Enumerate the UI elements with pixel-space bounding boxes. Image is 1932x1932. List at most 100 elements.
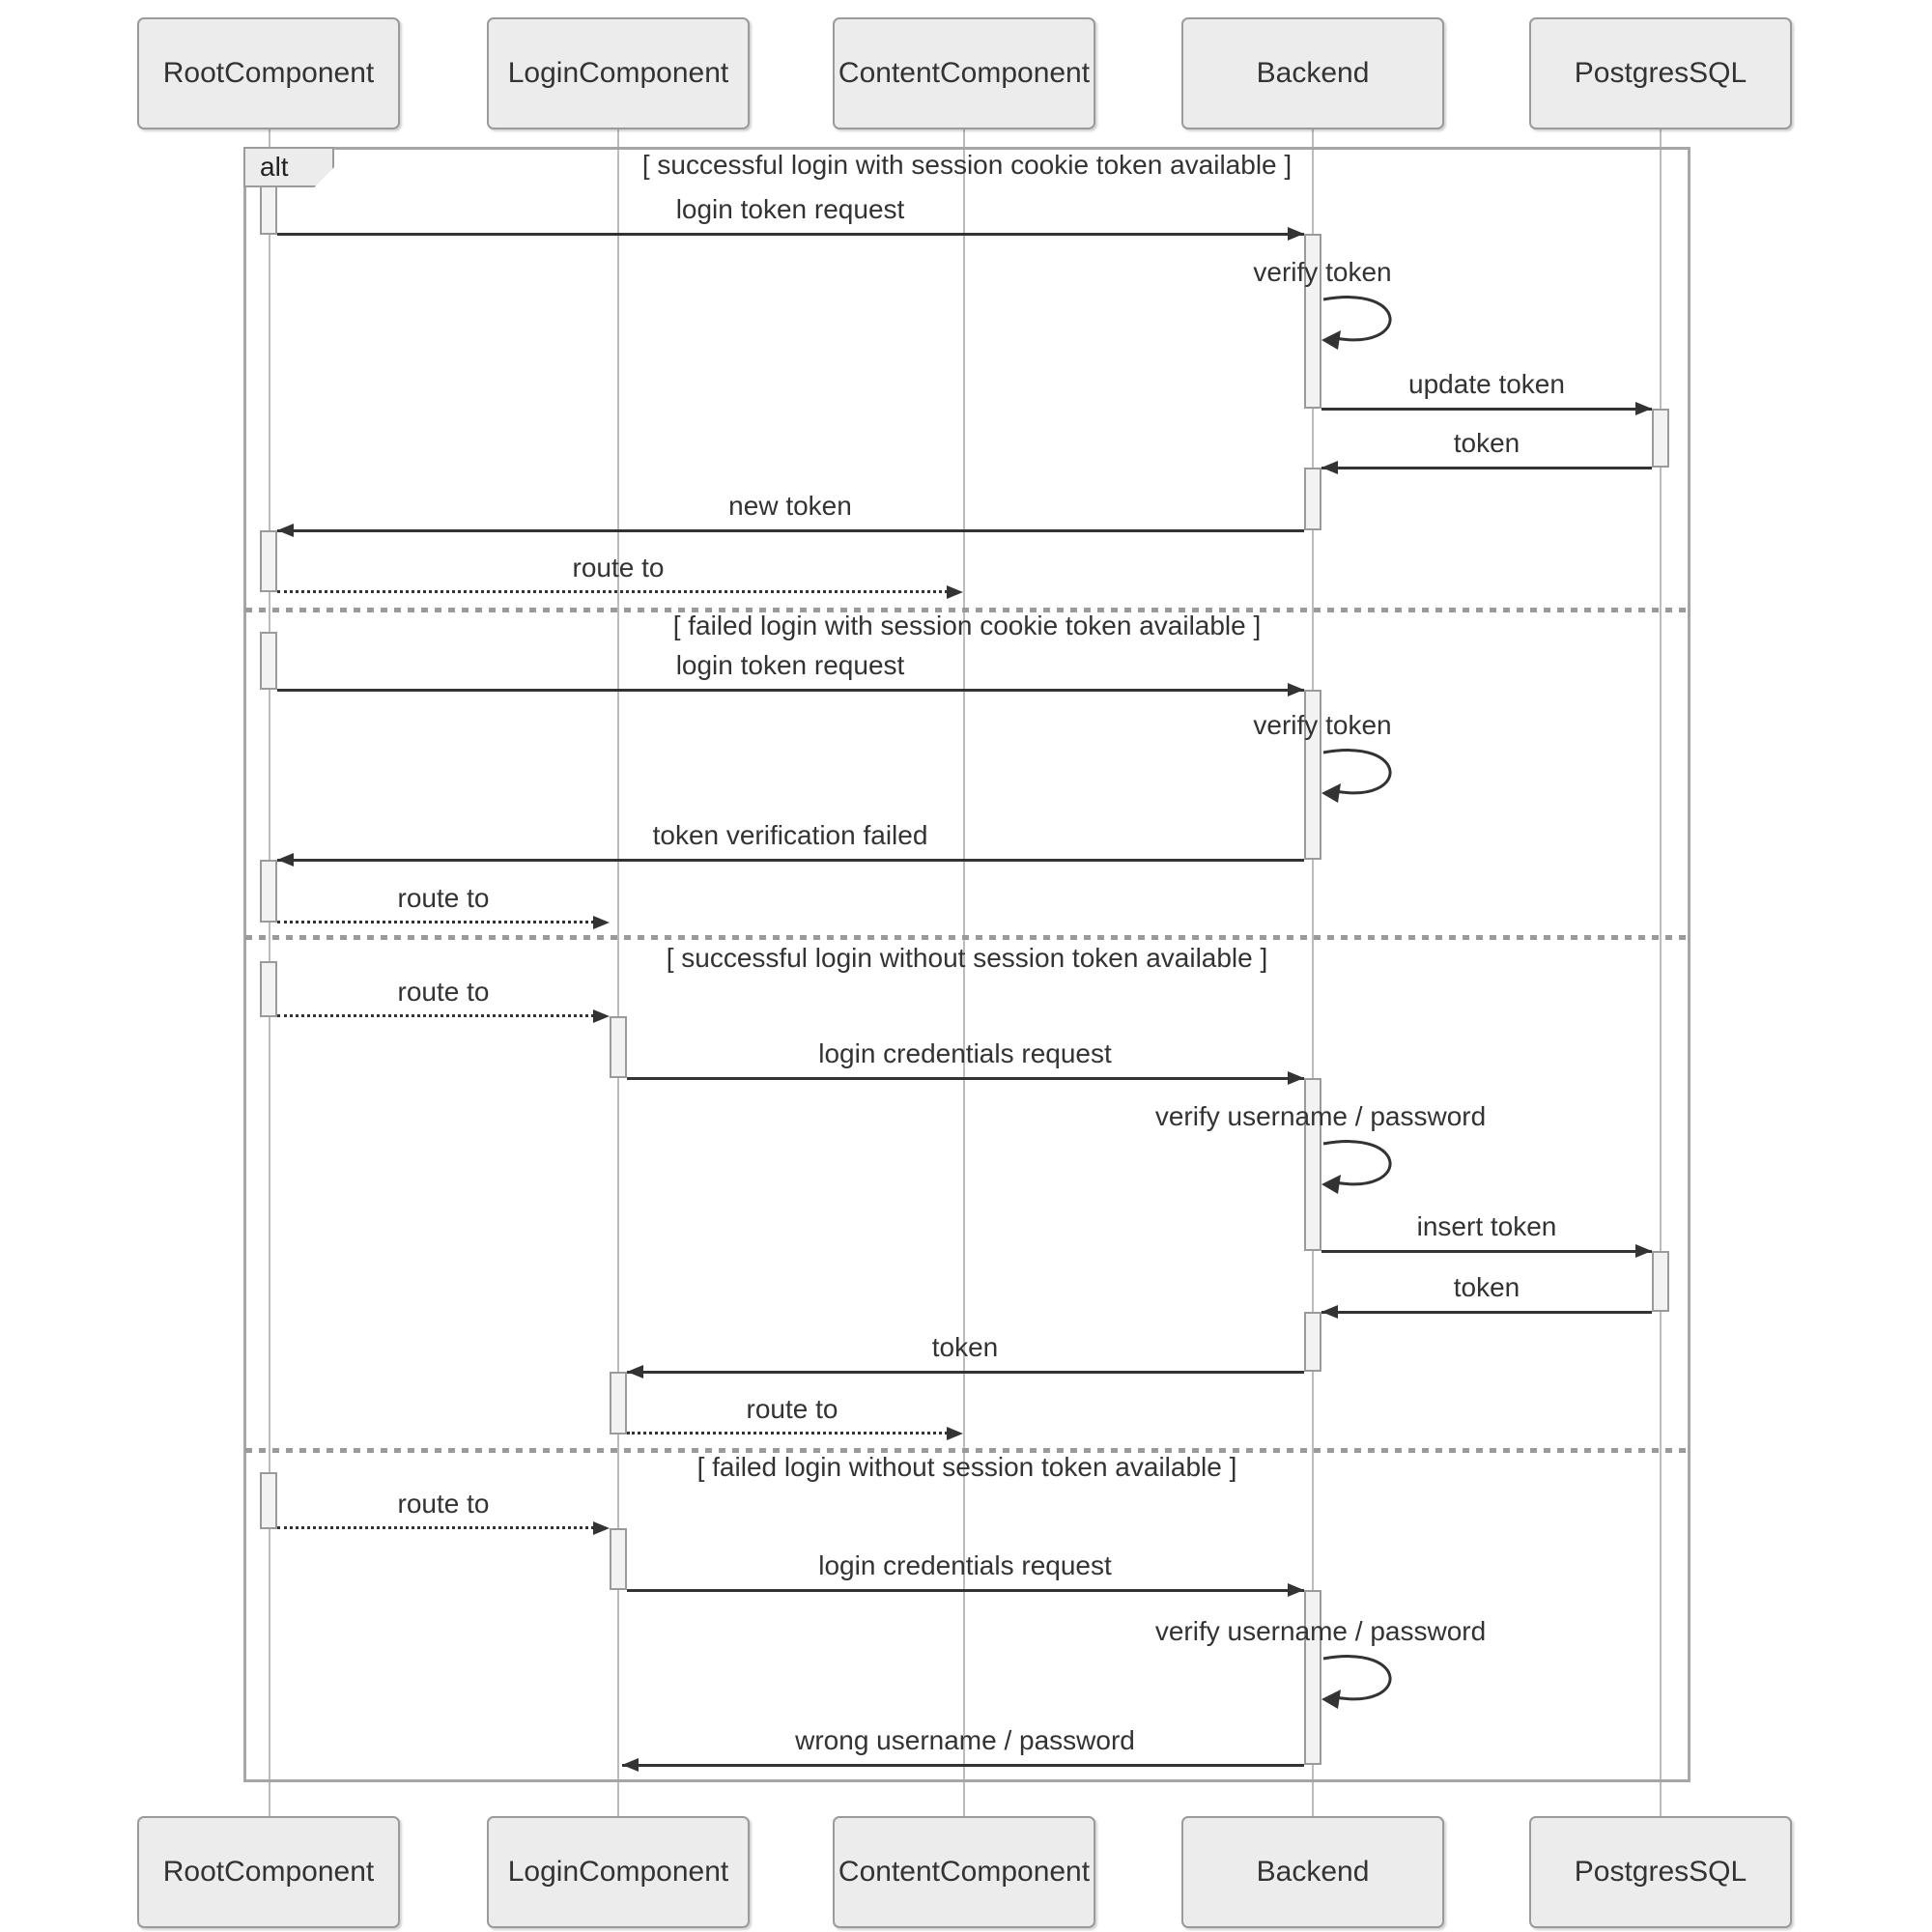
arrowhead-icon: [593, 916, 610, 929]
lifeline-backend: [1312, 129, 1314, 1816]
section-1-condition: [ successful login with session cookie t…: [641, 150, 1293, 180]
participant-bottom-rootcomponent: RootComponent: [137, 1816, 400, 1928]
participant-label: RootComponent: [162, 57, 375, 89]
participant-bottom-backend: Backend: [1181, 1816, 1444, 1928]
message-line: [627, 1589, 1304, 1592]
participant-top-rootcomponent: RootComponent: [137, 17, 400, 129]
participant-label: LoginComponent: [507, 1856, 729, 1888]
arrowhead-icon: [622, 1758, 639, 1772]
lifeline-contentcomponent: [963, 129, 965, 1816]
message-line: [277, 233, 1304, 236]
message-line: [1321, 1311, 1652, 1314]
arrowhead-icon: [947, 585, 963, 599]
message-insert-token: insert token: [1416, 1211, 1557, 1241]
activation-logincomponent: [610, 1372, 627, 1435]
message-login-token-request: login token request: [675, 194, 905, 224]
participant-top-postgressql: PostgresSQL: [1529, 17, 1792, 129]
alt-divider-3: [245, 1448, 1689, 1453]
self-loop-arrow: [1321, 296, 1392, 350]
participant-label: RootComponent: [162, 1856, 375, 1888]
message-route-to: route to: [572, 553, 665, 582]
arrowhead-icon: [1321, 1305, 1338, 1319]
arrowhead-icon: [1288, 1583, 1304, 1597]
alt-operator-label: alt: [260, 152, 289, 182]
alt-operator-tab: alt: [243, 147, 334, 187]
participant-label: LoginComponent: [507, 57, 729, 89]
participant-top-backend: Backend: [1181, 17, 1444, 129]
activation-postgressql: [1652, 1251, 1669, 1312]
message-line-dotted: [627, 1432, 948, 1435]
arrowhead-icon: [593, 1009, 610, 1023]
participant-label: ContentComponent: [838, 57, 1091, 89]
arrowhead-icon: [1288, 227, 1304, 241]
message-login-credentials-request: login credentials request: [818, 1550, 1112, 1580]
arrowhead-icon: [947, 1427, 963, 1440]
participant-label: PostgresSQL: [1574, 57, 1747, 89]
activation-rootcomponent: [260, 530, 277, 592]
message-route-to: route to: [397, 883, 490, 913]
alt-divider-2: [245, 935, 1689, 940]
activation-backend: [1304, 234, 1321, 409]
participant-top-contentcomponent: ContentComponent: [833, 17, 1095, 129]
participant-top-logincomponent: LoginComponent: [487, 17, 750, 129]
arrowhead-icon: [277, 524, 294, 537]
participant-label: Backend: [1256, 57, 1370, 89]
message-token: token: [1453, 1272, 1520, 1302]
message-line: [622, 1764, 1304, 1767]
lifeline-logincomponent: [617, 129, 619, 1816]
arrowhead-icon: [277, 853, 294, 867]
message-login-credentials-request: login credentials request: [818, 1038, 1112, 1068]
message-line: [1321, 467, 1652, 469]
message-line: [1321, 1250, 1652, 1253]
message-line-dotted: [277, 590, 948, 593]
message-token: token: [931, 1332, 999, 1362]
activation-backend: [1304, 1078, 1321, 1251]
message-update-token: update token: [1408, 369, 1565, 399]
activation-postgressql: [1652, 409, 1669, 468]
activation-backend: [1304, 690, 1321, 860]
participant-label: PostgresSQL: [1574, 1856, 1747, 1888]
activation-rootcomponent: [260, 184, 277, 235]
message-wrong-username-password: wrong username / password: [795, 1725, 1135, 1755]
arrowhead-icon: [1321, 461, 1338, 474]
activation-logincomponent: [610, 1528, 627, 1590]
activation-rootcomponent: [260, 961, 277, 1017]
message-line-dotted: [277, 921, 594, 923]
message-route-to: route to: [746, 1394, 838, 1424]
arrowhead-icon: [1288, 683, 1304, 696]
message-token: token: [1453, 428, 1520, 458]
participant-bottom-logincomponent: LoginComponent: [487, 1816, 750, 1928]
lifeline-postgressql: [1660, 129, 1662, 1816]
participant-label: Backend: [1256, 1856, 1370, 1888]
message-line: [277, 689, 1304, 692]
message-line: [277, 859, 1304, 862]
activation-backend: [1304, 1312, 1321, 1372]
message-line: [627, 1371, 1304, 1374]
activation-rootcomponent: [260, 1472, 277, 1529]
message-verify-token: verify token: [1253, 710, 1392, 740]
self-loop-arrow: [1321, 749, 1392, 803]
self-loop-arrow: [1321, 1140, 1392, 1194]
message-verify-token: verify token: [1253, 257, 1392, 287]
arrowhead-icon: [627, 1365, 643, 1378]
participant-label: ContentComponent: [838, 1856, 1091, 1888]
message-line: [627, 1077, 1304, 1080]
participant-bottom-postgressql: PostgresSQL: [1529, 1816, 1792, 1928]
message-line-dotted: [277, 1014, 594, 1017]
message-token-verification-failed: token verification failed: [652, 820, 928, 850]
activation-backend: [1304, 1590, 1321, 1765]
arrowhead-icon: [593, 1521, 610, 1535]
message-line-dotted: [277, 1526, 594, 1529]
message-verify-username-password: verify username / password: [1154, 1101, 1487, 1131]
activation-rootcomponent: [260, 632, 277, 690]
section-4-condition: [ failed login without session token ava…: [696, 1452, 1237, 1482]
message-line: [1321, 408, 1652, 411]
alt-divider-1: [245, 608, 1689, 612]
message-route-to: route to: [397, 977, 490, 1007]
message-login-token-request: login token request: [675, 650, 905, 680]
arrowhead-icon: [1635, 402, 1652, 415]
message-verify-username-password: verify username / password: [1154, 1616, 1487, 1646]
arrowhead-icon: [1635, 1244, 1652, 1258]
activation-logincomponent: [610, 1016, 627, 1078]
